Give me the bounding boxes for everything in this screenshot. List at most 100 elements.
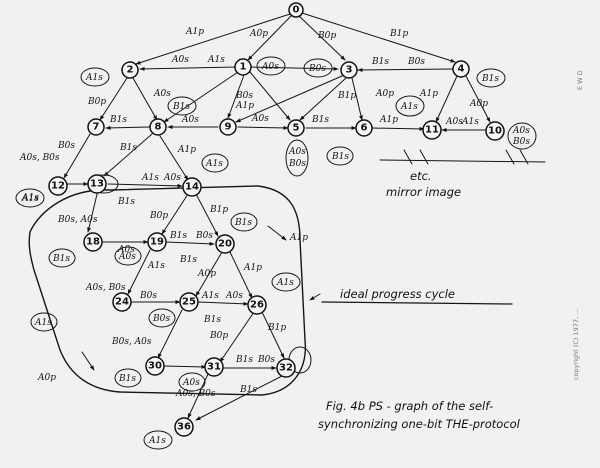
edge-label: B0p [87, 97, 106, 107]
node-3: 3 [340, 61, 358, 79]
node-label: 18 [86, 237, 100, 248]
edge-label: B1s [311, 115, 329, 125]
edge-label: A0s [171, 55, 189, 65]
node-1: 1 [234, 58, 252, 76]
node-6: 6 [355, 119, 373, 137]
edge-label: A1p [235, 101, 254, 111]
nodes-layer: 0 1 2 3 4 5 6 7 8 9 10 11 12 13 14 18 19… [48, 2, 505, 437]
edge-label: A0s, B0s [85, 283, 126, 293]
loop-label: A1s [21, 194, 39, 204]
node-26: 26 [247, 295, 267, 315]
loop-label: B0s [288, 159, 306, 169]
node-19: 19 [147, 232, 167, 252]
figure-caption-line-1: Fig. 4b PS - graph of the self- [326, 399, 493, 413]
edge-label: A1s [141, 173, 159, 183]
node-9: 9 [219, 118, 237, 136]
edge-labels-layer: A1p A0p B0p B1p A0s A1s B1s B0s B0p A0s … [19, 27, 488, 399]
node-label: 0 [293, 5, 300, 16]
node-25: 25 [179, 292, 199, 312]
node-4: 4 [452, 60, 470, 78]
loop-label: B1s [118, 374, 136, 384]
self-loops-layer [15, 56, 537, 450]
edge-label: B0s, A0s [111, 337, 152, 347]
edge-label: A0p [37, 373, 56, 383]
edge-label: B1p [389, 29, 408, 39]
edge-label: A0s [251, 114, 269, 124]
node-label: 25 [182, 297, 196, 308]
edge-label: A0p [197, 269, 216, 279]
edge-label: A1s [21, 193, 39, 203]
loop-label: A1s [148, 436, 166, 446]
loop-label: B1s [52, 254, 70, 264]
node-label: 19 [150, 237, 164, 248]
loop-label: A0s [118, 252, 136, 262]
loop-labels-layer: A1s A0s B0s B1s B1s A0s B0s B1s A1s A0s … [21, 62, 530, 446]
edge-label: B0s, A0s [57, 215, 98, 225]
edge-label: B1s [119, 143, 137, 153]
loop-label: A1s [400, 102, 418, 112]
loop-label: B1s [481, 74, 499, 84]
etc-annotation: etc. [410, 169, 432, 183]
node-13: 13 [87, 174, 107, 194]
node-10: 10 [485, 121, 505, 141]
node-label: 12 [51, 181, 65, 192]
node-label: 11 [425, 125, 439, 136]
node-label: 6 [361, 123, 368, 134]
node-8: 8 [149, 118, 167, 136]
edge-label: A0s, B0s [175, 389, 216, 399]
edge-label: A1p [379, 115, 398, 125]
edge-label: A1s [147, 261, 165, 271]
node-label: 32 [279, 363, 293, 374]
loop-label: A0s [288, 147, 306, 157]
edge-label: A1p [419, 89, 438, 99]
node-36: 36 [174, 417, 194, 437]
edge-label: B1s [203, 315, 221, 325]
edge-label: A0s [225, 291, 243, 301]
copyright-margin-text: copyright (C) 1977, ... [572, 309, 580, 380]
edge-label: B1s [235, 355, 253, 365]
edge-label: B1s [179, 255, 197, 265]
node-20: 20 [215, 234, 235, 254]
edge-label: A1p [185, 27, 204, 37]
node-label: 3 [346, 65, 353, 76]
loop-label: B0s [512, 137, 530, 147]
node-0: 0 [288, 2, 304, 18]
edge-label: B0s [407, 57, 425, 67]
edge-label: A0s [445, 117, 463, 127]
node-label: 8 [155, 122, 162, 133]
loop-label: B1s [234, 218, 252, 228]
edge-label: B0s [235, 91, 253, 101]
node-30: 30 [145, 356, 165, 376]
node-label: 10 [488, 126, 502, 137]
loop-label: A1s [85, 73, 103, 83]
node-label: 7 [93, 122, 100, 133]
edge-label: A1p [243, 263, 262, 273]
edge-label: A1p [289, 233, 308, 243]
ideal-progress-cycle-annotation: ideal progress cycle [340, 287, 455, 301]
edge-label: B1s [109, 115, 127, 125]
node-11: 11 [422, 120, 442, 140]
edge-label: A0s [181, 115, 199, 125]
edge-label: B0p [209, 331, 228, 341]
edge-label: B1s [169, 231, 187, 241]
loop-label: B1s [331, 152, 349, 162]
edge-label: B1p [209, 205, 228, 215]
edge-label: B0s [139, 291, 157, 301]
node-label: 30 [148, 361, 162, 372]
edge-label: A1s [201, 291, 219, 301]
node-5: 5 [287, 119, 305, 137]
loop-label: A1s [276, 278, 294, 288]
edge-label: B1s [117, 197, 135, 207]
mirror-image-annotation: mirror image [386, 185, 461, 199]
edge-label: A1p [177, 145, 196, 155]
node-32: 32 [276, 358, 296, 378]
node-label: 24 [115, 297, 129, 308]
edge-label: A0p [375, 89, 394, 99]
edge-label: A0p [249, 29, 268, 39]
node-label: 36 [177, 422, 191, 433]
edge-label: A1s [461, 117, 479, 127]
edge-label: B0p [317, 31, 336, 41]
node-label: 26 [250, 300, 264, 311]
loop-label: B0s [152, 314, 170, 324]
